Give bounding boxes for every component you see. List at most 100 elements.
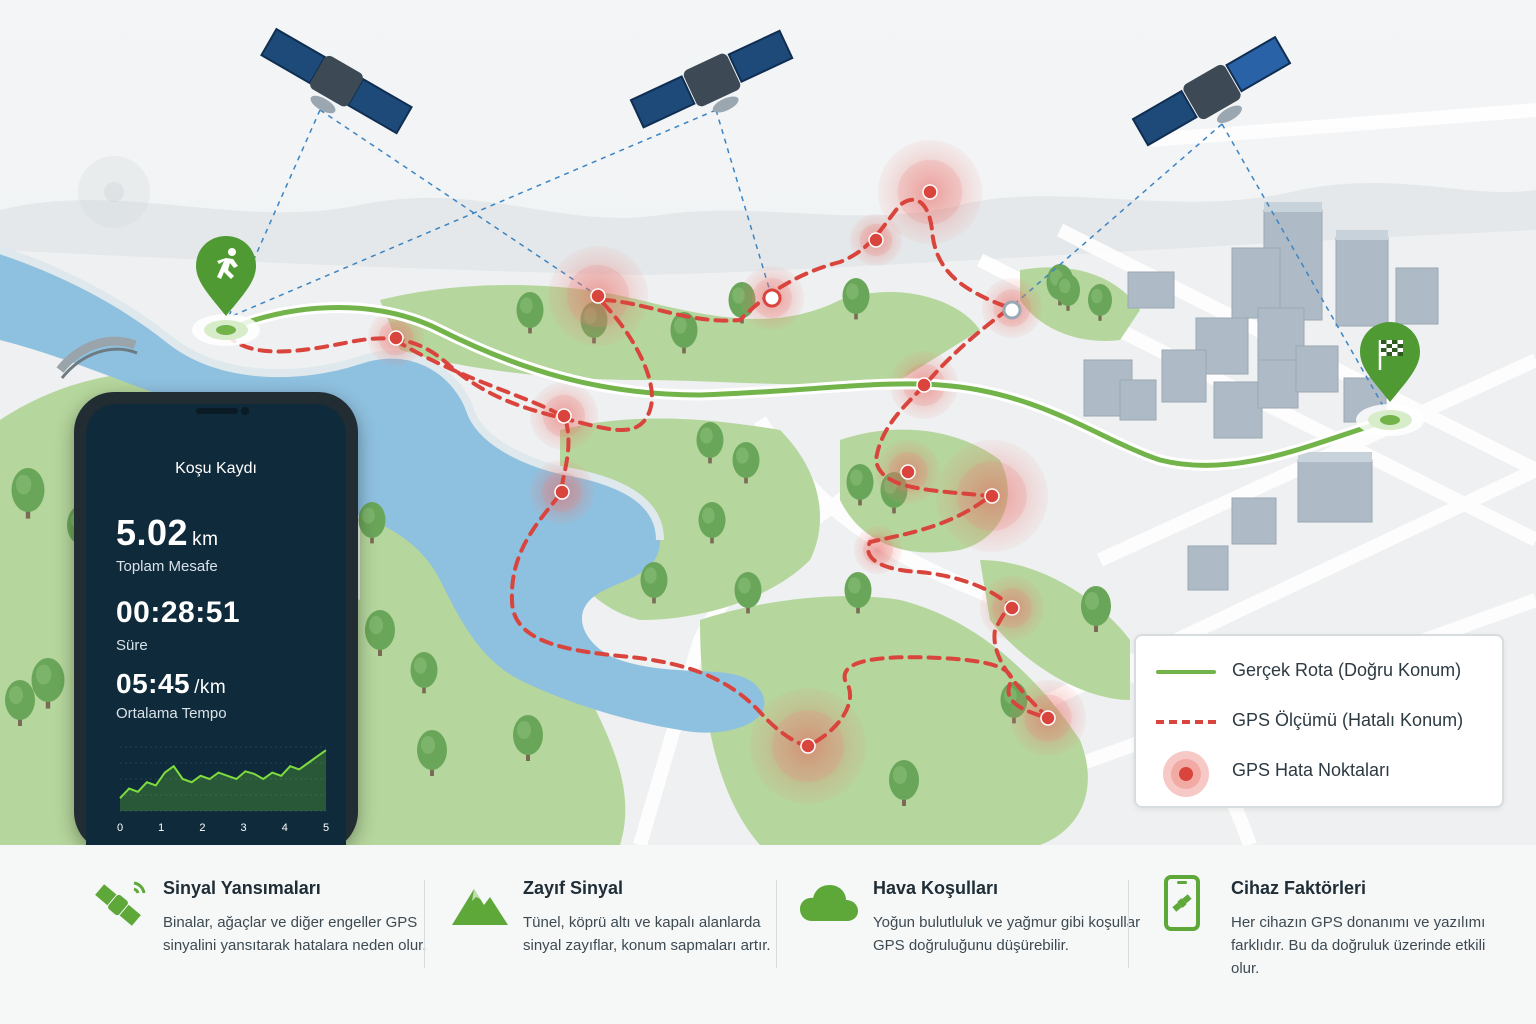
map-legend: Gerçek Rota (Doğru Konum) GPS Ölçümü (Ha…: [1134, 634, 1504, 808]
start-marker[interactable]: [192, 236, 260, 346]
legend-swatch-line: [1156, 670, 1216, 674]
chart-x-tick: 0: [117, 822, 123, 834]
tree-icon: [640, 562, 668, 604]
distance-unit: km: [192, 529, 219, 550]
factor-title: Hava Koşulları: [873, 878, 999, 898]
bridge: [56, 336, 138, 379]
satellite-icon: [95, 881, 146, 926]
checkered-flag-icon: [1378, 340, 1403, 370]
tree-icon: [1088, 284, 1112, 321]
legend-item-error-points: GPS Hata Noktaları: [1136, 750, 1502, 797]
factor-description: Yoğun bulutluluk ve yağmur gibi koşullar…: [873, 914, 1141, 954]
error-point[interactable]: [916, 377, 932, 393]
tree-icon: [698, 502, 726, 544]
faded-satellite-icon: [78, 156, 150, 228]
error-point[interactable]: [800, 738, 816, 754]
tree-icon: [5, 680, 35, 726]
divider: [1128, 880, 1129, 968]
error-halo: [854, 526, 902, 574]
error-point[interactable]: [868, 232, 884, 248]
cloud-icon: [800, 885, 858, 921]
factor-description: Her cihazın GPS donanımı ve yazılımı far…: [1231, 914, 1486, 977]
tree-icon: [732, 442, 760, 484]
legend-item-true-route: Gerçek Rota (Doğru Konum): [1136, 650, 1502, 690]
tree-icon: [846, 464, 874, 506]
distance-label: Toplam Mesafe: [116, 558, 218, 575]
signal-lines: [227, 109, 1391, 419]
tree-icon: [513, 715, 543, 761]
app-title: Koşu Kaydı: [175, 460, 257, 477]
tree-icon: [365, 610, 395, 656]
tree-icon: [1056, 274, 1080, 311]
mountain-icon: [452, 889, 508, 925]
legend-item-gps-route: GPS Ölçümü (Hatalı Konum): [1136, 700, 1502, 740]
satellite-icon-3: [1131, 35, 1292, 147]
pace-value: 05:45/km: [116, 668, 227, 699]
divider: [424, 880, 425, 968]
tree-icon: [1081, 586, 1111, 632]
tree-icon: [670, 312, 698, 354]
satellite-link-markers: [762, 288, 1022, 320]
factor-title: Cihaz Faktörleri: [1231, 878, 1367, 898]
legend-label: Gerçek Rota (Doğru Konum): [1232, 660, 1462, 680]
factor-weak-signal: Zayıf Sinyal Tünel, köprü altı ve kapalı…: [450, 875, 790, 995]
tree-icon: [410, 652, 438, 694]
chart-x-tick: 5: [323, 822, 329, 834]
factor-title: Sinyal Yansımaları: [163, 878, 321, 898]
tree-icon: [31, 658, 65, 709]
chart-x-tick: 1: [158, 822, 164, 834]
buildings: [1083, 202, 1439, 591]
tree-icon: [696, 422, 724, 464]
error-point[interactable]: [556, 408, 572, 424]
tree-icon: [417, 730, 447, 776]
tree-icon: [842, 278, 870, 320]
tree-icon: [889, 760, 919, 806]
finish-marker[interactable]: [1356, 322, 1424, 436]
error-point[interactable]: [1004, 600, 1020, 616]
factor-weather: Hava Koşulları Yoğun bulutluluk ve yağmu…: [800, 875, 1140, 995]
chart-x-tick: 3: [241, 822, 247, 834]
duration-label: Süre: [116, 637, 148, 654]
tree-icon: [358, 502, 386, 544]
error-point[interactable]: [1040, 710, 1056, 726]
factor-description: Binalar, ağaçlar ve diğer engeller GPS s…: [163, 914, 427, 954]
tree-icon: [844, 572, 872, 614]
tree-icon: [516, 292, 544, 334]
factor-signal-reflections: Sinyal Yansımaları Binalar, ağaçlar ve d…: [90, 875, 430, 995]
duration-value: 00:28:51: [116, 596, 241, 629]
satellite-icon-1: [260, 27, 413, 135]
factor-description: Tünel, köprü altı ve kapalı alanlarda si…: [523, 914, 771, 954]
pace-label: Ortalama Tempo: [116, 705, 227, 722]
factor-title: Zayıf Sinyal: [523, 878, 624, 898]
legend-label: GPS Hata Noktaları: [1232, 760, 1391, 780]
error-point[interactable]: [590, 288, 606, 304]
pace-chart-line: [119, 749, 327, 799]
phone-satellite-icon: [1164, 875, 1200, 931]
pace-chart-area: [120, 750, 326, 811]
gps-route-lower: [393, 338, 1055, 749]
chart-x-tick: 4: [282, 822, 288, 834]
divider: [776, 880, 777, 968]
error-point[interactable]: [900, 464, 916, 480]
legend-swatch-dot: [1163, 751, 1209, 797]
error-point[interactable]: [388, 330, 404, 346]
legend-swatch-dashed: [1156, 720, 1216, 724]
gps-error-points: [388, 184, 1056, 754]
river: [0, 250, 765, 733]
error-point[interactable]: [922, 184, 938, 200]
satellite-icon-2: [629, 29, 794, 129]
pace-chart[interactable]: 0 1 2 3 4 5: [104, 739, 334, 839]
chart-x-tick: 2: [199, 822, 205, 834]
pace-unit: /km: [194, 677, 227, 698]
tree-icon: [734, 572, 762, 614]
error-point[interactable]: [554, 484, 570, 500]
phone-speaker: [196, 408, 238, 414]
error-point[interactable]: [984, 488, 1000, 504]
factors-panel: Sinyal Yansımaları Binalar, ağaçlar ve d…: [0, 845, 1536, 1024]
running-icon: [217, 248, 238, 279]
factor-device: Cihaz Faktörleri Her cihazın GPS donanım…: [1158, 875, 1498, 995]
